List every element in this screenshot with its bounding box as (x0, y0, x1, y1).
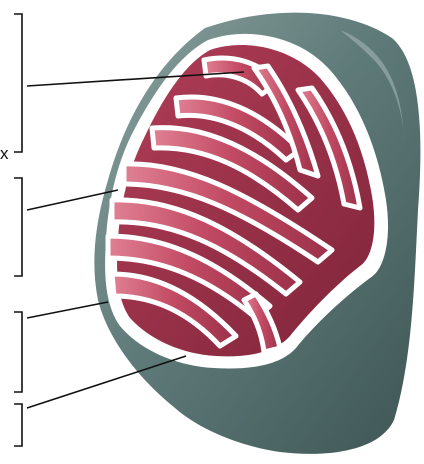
bracket-3 (14, 312, 22, 392)
leader-line-3 (27, 302, 108, 318)
label-fragment-x: x (0, 145, 9, 162)
bracket-1 (14, 14, 22, 152)
bracket-4 (14, 404, 22, 446)
brackets (14, 14, 22, 446)
bracket-2 (14, 178, 22, 276)
